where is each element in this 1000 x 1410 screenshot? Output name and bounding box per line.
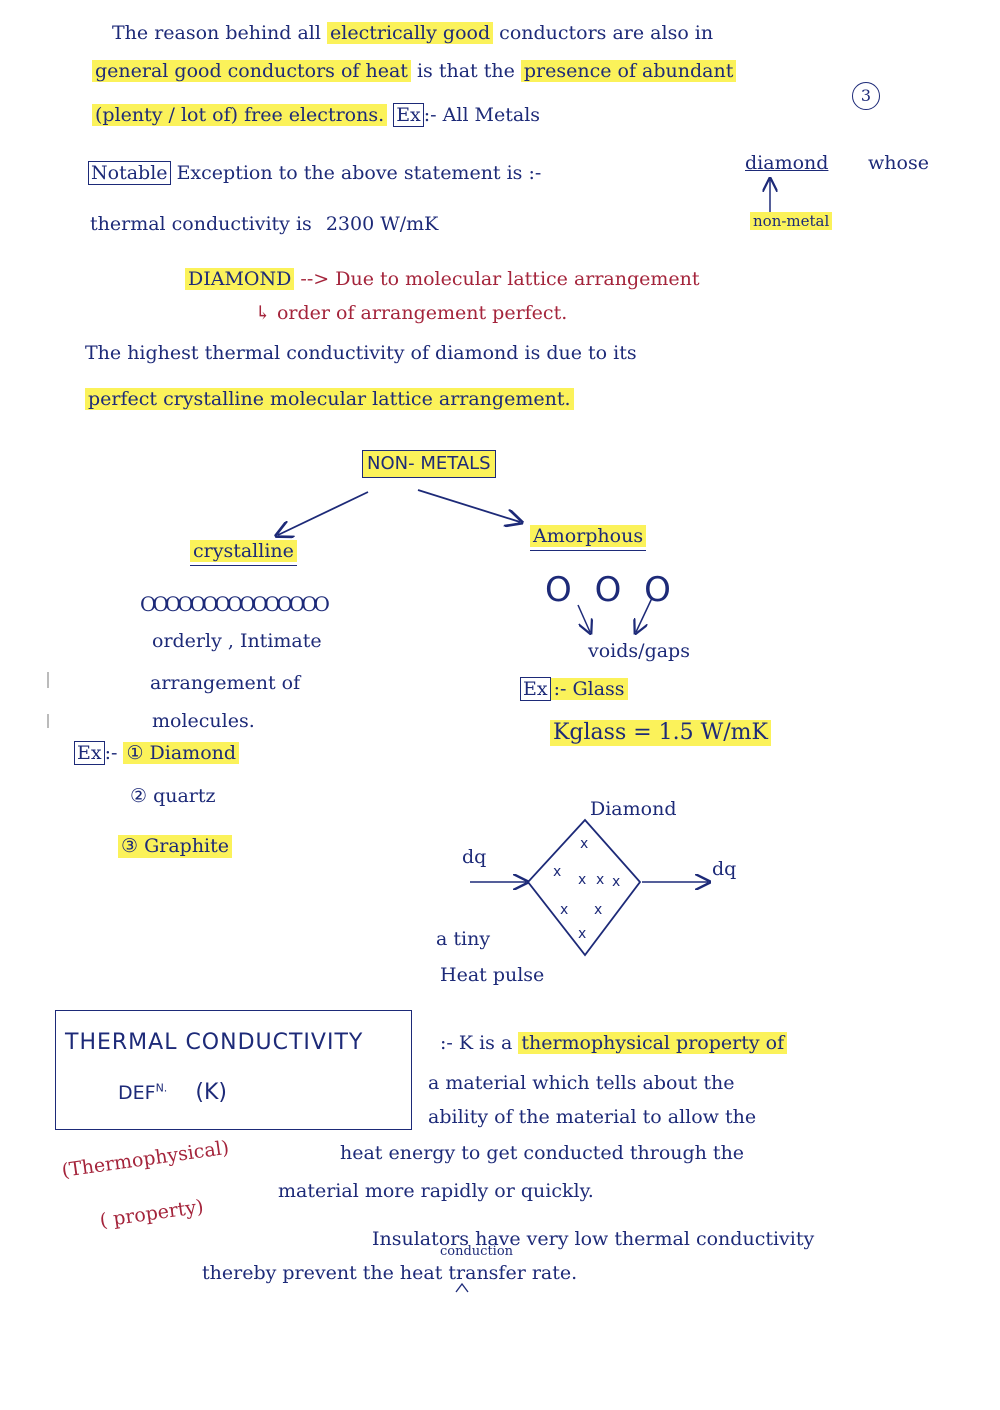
text: thermal conductivity is	[90, 213, 312, 235]
def-text: DEF	[118, 1082, 156, 1104]
example-item: ② quartz	[130, 785, 216, 807]
atom-x: x	[596, 872, 604, 888]
highlight: general good conductors of heat	[92, 60, 411, 82]
para1-line1: The reason behind all electrically good …	[112, 22, 713, 45]
amorphous-label: Amorphous	[530, 525, 647, 551]
ex-box: Ex	[520, 677, 551, 701]
value: 2300 W/mK	[325, 213, 439, 235]
atom-x: x	[594, 902, 602, 918]
text: is that the	[416, 60, 515, 82]
crystalline-desc2: arrangement of	[150, 672, 301, 694]
highlight: (plenty / lot of) free electrons.	[92, 104, 388, 126]
void-arrow-left	[577, 604, 590, 632]
k-symbol: (K)	[195, 1080, 227, 1105]
dq-in-label: dq	[462, 846, 487, 868]
definition-box	[55, 1010, 412, 1130]
whose-word: whose	[868, 152, 929, 174]
highest-line1: The highest thermal conductivity of diam…	[85, 342, 637, 364]
nonmetal-note: non-metal	[750, 212, 833, 230]
pulse-label-1: a tiny	[436, 928, 491, 950]
diamond-note-line: DIAMOND --> Due to molecular lattice arr…	[185, 268, 700, 291]
def-line5: material more rapidly or quickly.	[278, 1180, 594, 1202]
def-line1: :- K is a thermophysical property of	[440, 1032, 788, 1055]
nonmetals-title: NON- METALS	[362, 450, 496, 478]
text: The reason behind all	[112, 22, 321, 44]
diamond-title: DIAMOND	[185, 268, 295, 290]
def-line2: a material which tells about the	[428, 1072, 735, 1094]
para1-line2: general good conductors of heat is that …	[92, 60, 737, 83]
text: conductors are also in	[499, 22, 714, 44]
text: Exception to the above statement is :-	[176, 162, 542, 184]
branch-right-arrow	[417, 489, 520, 522]
atom-x: x	[580, 836, 588, 852]
diamond-word: diamond	[745, 152, 829, 174]
reason: Due to molecular lattice arrangement	[335, 268, 700, 290]
insulators-line2: thereby prevent the heat transfer rate.	[202, 1262, 578, 1284]
highest-line2: perfect crystalline molecular lattice ar…	[85, 388, 574, 411]
voids-label: voids/gaps	[588, 640, 690, 662]
text: :- All Metals	[423, 104, 541, 126]
para1-line3: (plenty / lot of) free electrons. Ex:- A…	[92, 103, 541, 127]
text: crystalline	[190, 540, 297, 562]
amorphous-ex: Ex:- Glass	[520, 677, 628, 701]
void-arrow-right	[636, 597, 653, 632]
atom-x: x	[578, 872, 586, 888]
text: :- Glass	[550, 678, 628, 700]
order-note: ↳ order of arrangement perfect.	[255, 302, 568, 324]
atom-x: x	[560, 902, 568, 918]
def-line3: ability of the material to allow the	[428, 1106, 757, 1128]
def-sup: N.	[155, 1081, 168, 1095]
example-item: ① Diamond	[123, 742, 240, 764]
crystalline-lattice: OOOOOOOOOOOOOOO	[140, 592, 330, 616]
dq-out-label: dq	[712, 858, 737, 880]
crystalline-desc3: molecules.	[152, 710, 255, 732]
atom-x: x	[612, 874, 620, 890]
def-line4: heat energy to get conducted through the	[340, 1142, 745, 1164]
definition-subtitle: DEFN. (K)	[118, 1080, 227, 1106]
ex-box: Ex	[74, 741, 105, 765]
highlight: perfect crystalline molecular lattice ar…	[85, 388, 574, 410]
pulse-label-2: Heat pulse	[440, 964, 545, 986]
atom-x: x	[578, 926, 586, 942]
notable-box: Notable	[88, 161, 171, 185]
insertion-note: conduction	[440, 1244, 514, 1259]
atom-x: x	[553, 864, 561, 880]
ex-box: Ex	[393, 103, 424, 127]
insulators-line1: Insulators have very low thermal conduct…	[372, 1228, 815, 1250]
caret-mark	[455, 1282, 469, 1293]
circled-number: 3	[852, 82, 880, 110]
arrow: -->	[300, 268, 330, 290]
text: :- K is a	[440, 1032, 513, 1054]
exception-line1: Notable Exception to the above statement…	[88, 161, 542, 185]
diamond-shape	[526, 818, 642, 957]
highlight: thermophysical property of	[518, 1032, 788, 1054]
crystalline-desc1: orderly , Intimate	[152, 630, 322, 652]
exception-line2: thermal conductivity is 2300 W/mK	[90, 213, 438, 236]
k-glass: Kglass = 1.5 W/mK	[550, 720, 771, 747]
highlight: presence of abundant	[520, 60, 737, 82]
definition-title: THERMAL CONDUCTIVITY	[65, 1030, 364, 1055]
branch-left-arrow	[278, 491, 369, 535]
diagram-diamond-label: Diamond	[590, 798, 677, 820]
text: Amorphous	[530, 525, 647, 547]
crystalline-label: crystalline	[190, 540, 297, 566]
text: :-	[104, 742, 118, 764]
crystalline-ex: Ex:- ① Diamond	[74, 741, 240, 765]
highlight: electrically good	[327, 22, 494, 44]
diamond-atoms: x x x x x x x x	[553, 836, 620, 942]
example-item: ③ Graphite	[118, 835, 233, 858]
